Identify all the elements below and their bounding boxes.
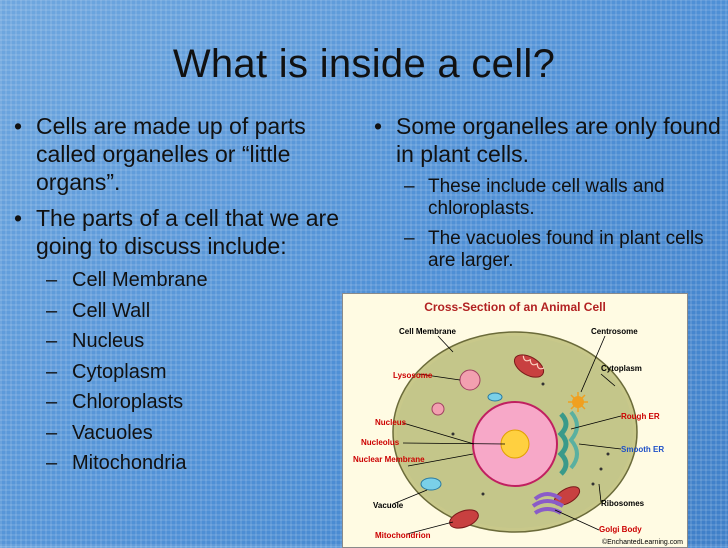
organelle-list: Cell Membrane Cell Wall Nucleus Cytoplas… bbox=[36, 268, 342, 475]
label-ribosomes: Ribosomes bbox=[601, 499, 645, 508]
diagram-title: Cross-Section of an Animal Cell bbox=[424, 300, 606, 314]
vacuole-shape bbox=[420, 477, 442, 491]
mitochondrion-shape bbox=[449, 509, 479, 529]
sub-item: Cell Membrane bbox=[36, 268, 342, 292]
bullet-text: Some organelles are only found in plant … bbox=[396, 113, 721, 167]
bullet-item: Some organelles are only found in plant … bbox=[372, 112, 722, 272]
left-bullet-list: Cells are made up of parts called organe… bbox=[12, 112, 342, 475]
sub-item: Vacuoles bbox=[36, 421, 342, 445]
vacuole-shape bbox=[487, 392, 503, 402]
label-nucleolus: Nucleolus bbox=[361, 438, 400, 447]
label-smooth-er: Smooth ER bbox=[621, 445, 664, 454]
sub-item: These include cell walls and chloroplast… bbox=[396, 176, 722, 220]
diagram-credit: ©EnchantedLearning.com bbox=[602, 538, 683, 546]
rough-er-shape bbox=[557, 412, 569, 476]
sub-item: Nucleus bbox=[36, 329, 342, 353]
mitochondrion-shape bbox=[513, 354, 545, 378]
lysosome-shape bbox=[459, 369, 481, 391]
label-centrosome: Centrosome bbox=[591, 327, 638, 336]
right-bullet-list: Some organelles are only found in plant … bbox=[372, 112, 722, 272]
centrosome-rays bbox=[568, 392, 588, 412]
lysosome-shape bbox=[431, 402, 445, 416]
sub-item: Mitochondria bbox=[36, 451, 342, 475]
nucleolus-shape bbox=[500, 429, 530, 459]
bullet-text: The parts of a cell that we are going to… bbox=[36, 205, 339, 259]
bullet-item: Cells are made up of parts called organe… bbox=[12, 112, 342, 196]
sub-item: The vacuoles found in plant cells are la… bbox=[396, 228, 722, 272]
label-nucleus: Nucleus bbox=[375, 418, 407, 427]
label-cell-membrane: Cell Membrane bbox=[399, 327, 456, 336]
leader-lines bbox=[392, 335, 622, 535]
sub-item: Cell Wall bbox=[36, 299, 342, 323]
label-cytoplasm: Cytoplasm bbox=[601, 364, 642, 373]
bullet-item: The parts of a cell that we are going to… bbox=[12, 204, 342, 475]
label-golgi-body: Golgi Body bbox=[599, 525, 642, 534]
label-lysosome: Lysosome bbox=[393, 371, 433, 380]
cristae-line bbox=[522, 355, 545, 370]
cell-illustration: Cross-Section of an Animal Cell bbox=[353, 300, 683, 546]
label-mitochondrion: Mitochondrion bbox=[375, 531, 431, 540]
label-vacuole: Vacuole bbox=[373, 501, 404, 510]
ribosome-dots bbox=[451, 382, 610, 496]
sub-item: Chloroplasts bbox=[36, 390, 342, 414]
plant-cell-list: These include cell walls and chloroplast… bbox=[396, 176, 722, 272]
sub-item: Cytoplasm bbox=[36, 360, 342, 384]
label-rough-er: Rough ER bbox=[621, 412, 660, 421]
right-column: Some organelles are only found in plant … bbox=[372, 112, 722, 280]
left-column: Cells are made up of parts called organe… bbox=[12, 112, 342, 483]
animal-cell-diagram: Cross-Section of an Animal Cell bbox=[342, 293, 688, 548]
slide-title: What is inside a cell? bbox=[172, 42, 556, 86]
smooth-er-shape bbox=[568, 410, 579, 470]
label-nuclear-membrane: Nuclear Membrane bbox=[353, 455, 425, 464]
